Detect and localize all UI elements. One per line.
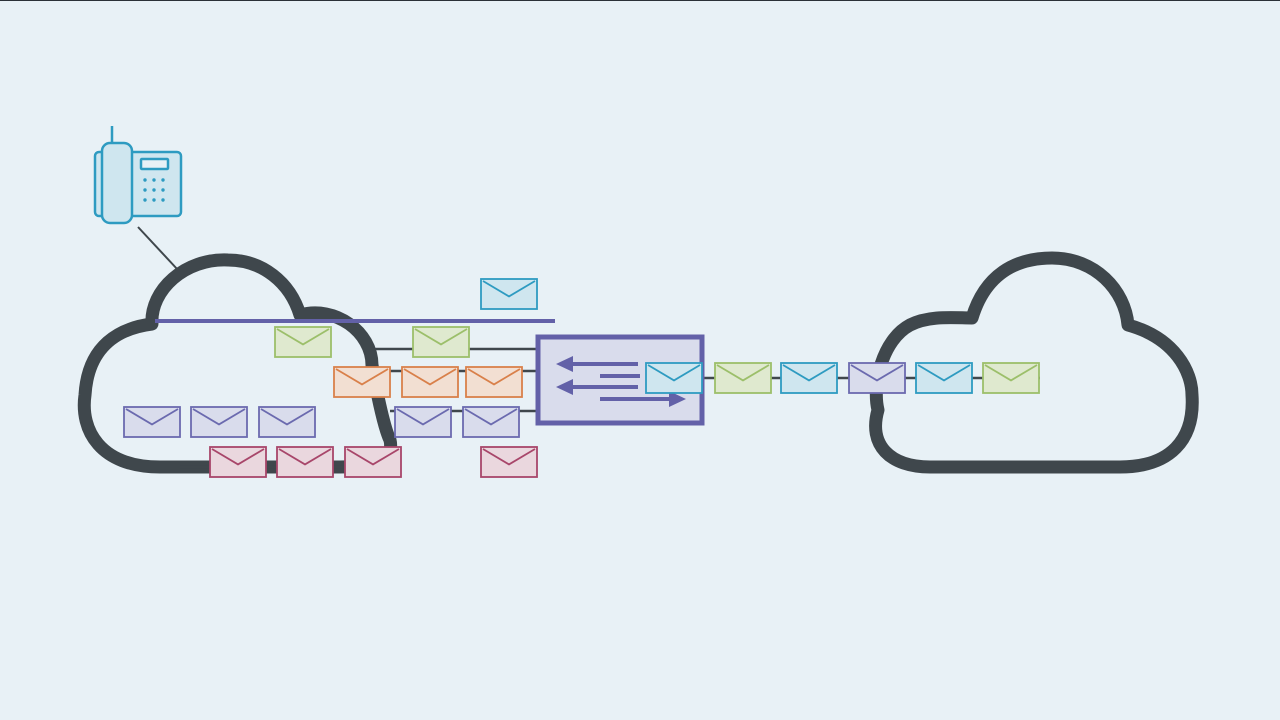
envelope-layer <box>123 278 1040 478</box>
envelope-icon <box>714 362 772 394</box>
desk-phone-icon <box>93 126 183 225</box>
envelope-icon <box>123 406 181 438</box>
envelope-icon <box>480 446 538 478</box>
envelope-icon <box>344 446 402 478</box>
envelope-icon <box>394 406 452 438</box>
top-border <box>0 0 1280 1</box>
cloud-icon <box>77 253 398 474</box>
envelope-icon <box>848 362 906 394</box>
envelope-icon <box>465 366 523 398</box>
cloud-icon <box>869 251 1199 474</box>
envelope-icon <box>190 406 248 438</box>
envelope-icon <box>209 446 267 478</box>
envelope-icon <box>480 278 538 310</box>
envelope-icon <box>780 362 838 394</box>
envelope-icon <box>915 362 973 394</box>
envelope-icon <box>258 406 316 438</box>
envelope-icon <box>412 326 470 358</box>
envelope-icon <box>401 366 459 398</box>
envelope-icon <box>274 326 332 358</box>
envelope-icon <box>982 362 1040 394</box>
phone-link <box>137 226 179 271</box>
envelope-icon <box>462 406 520 438</box>
envelope-icon <box>276 446 334 478</box>
envelope-icon <box>333 366 391 398</box>
envelope-icon <box>645 362 703 394</box>
